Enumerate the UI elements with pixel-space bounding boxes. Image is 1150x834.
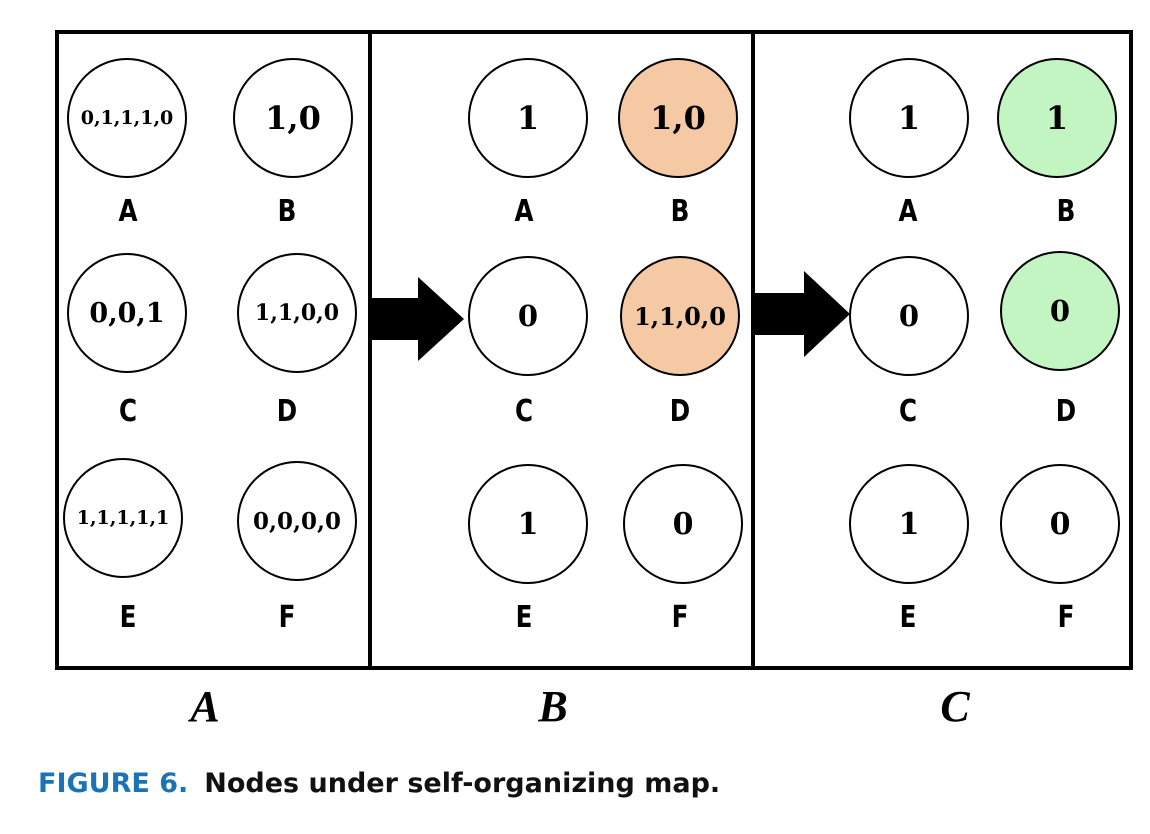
node-f: 0 bbox=[623, 464, 743, 584]
panel-divider-1 bbox=[368, 30, 372, 670]
node-label-d: D bbox=[276, 394, 298, 429]
node-label-f: F bbox=[671, 600, 689, 635]
node-a: 1 bbox=[468, 58, 588, 178]
node-c: 0 bbox=[468, 256, 588, 376]
node-c: 0,0,1 bbox=[67, 253, 187, 373]
node-e: 1 bbox=[849, 464, 969, 584]
node-f: 0,0,0,0 bbox=[237, 461, 357, 581]
node-label-a: A bbox=[118, 194, 138, 229]
node-label-c: C bbox=[514, 394, 534, 429]
node-d: 1,1,0,0 bbox=[620, 256, 740, 376]
node-a: 0,1,1,1,0 bbox=[67, 58, 187, 178]
node-label-f: F bbox=[278, 600, 296, 635]
right-arrow-icon bbox=[754, 271, 850, 357]
node-e: 1,1,1,1,1 bbox=[63, 458, 183, 578]
panel-divider-2 bbox=[751, 30, 755, 670]
node-label-b: B bbox=[277, 194, 297, 229]
panel-label-c: C bbox=[940, 682, 970, 731]
node-b: 1 bbox=[997, 58, 1117, 178]
node-label-b: B bbox=[670, 194, 690, 229]
node-label-a: A bbox=[514, 194, 534, 229]
caption-text: Nodes under self-organizing map. bbox=[204, 768, 721, 799]
node-label-e: E bbox=[899, 600, 917, 635]
node-b: 1,0 bbox=[618, 58, 738, 178]
node-label-e: E bbox=[515, 600, 533, 635]
node-b: 1,0 bbox=[233, 58, 353, 178]
figure-number: FIGURE 6. bbox=[38, 768, 189, 799]
node-label-d: D bbox=[1055, 394, 1077, 429]
diagram-frame bbox=[55, 30, 1133, 670]
node-label-c: C bbox=[118, 394, 138, 429]
node-a: 1 bbox=[849, 58, 969, 178]
node-label-c: C bbox=[898, 394, 918, 429]
node-d: 0 bbox=[1000, 251, 1120, 371]
node-label-a: A bbox=[898, 194, 918, 229]
right-arrow-icon bbox=[370, 277, 464, 361]
node-label-f: F bbox=[1057, 600, 1075, 635]
figure-caption: FIGURE 6. Nodes under self-organizing map… bbox=[38, 770, 720, 797]
node-label-b: B bbox=[1056, 194, 1076, 229]
node-e: 1 bbox=[468, 464, 588, 584]
panel-label-b: B bbox=[538, 682, 568, 731]
node-label-e: E bbox=[119, 600, 137, 635]
node-c: 0 bbox=[849, 256, 969, 376]
node-label-d: D bbox=[669, 394, 691, 429]
node-d: 1,1,0,0 bbox=[237, 253, 357, 373]
node-f: 0 bbox=[1000, 464, 1120, 584]
panel-label-a: A bbox=[190, 682, 220, 731]
